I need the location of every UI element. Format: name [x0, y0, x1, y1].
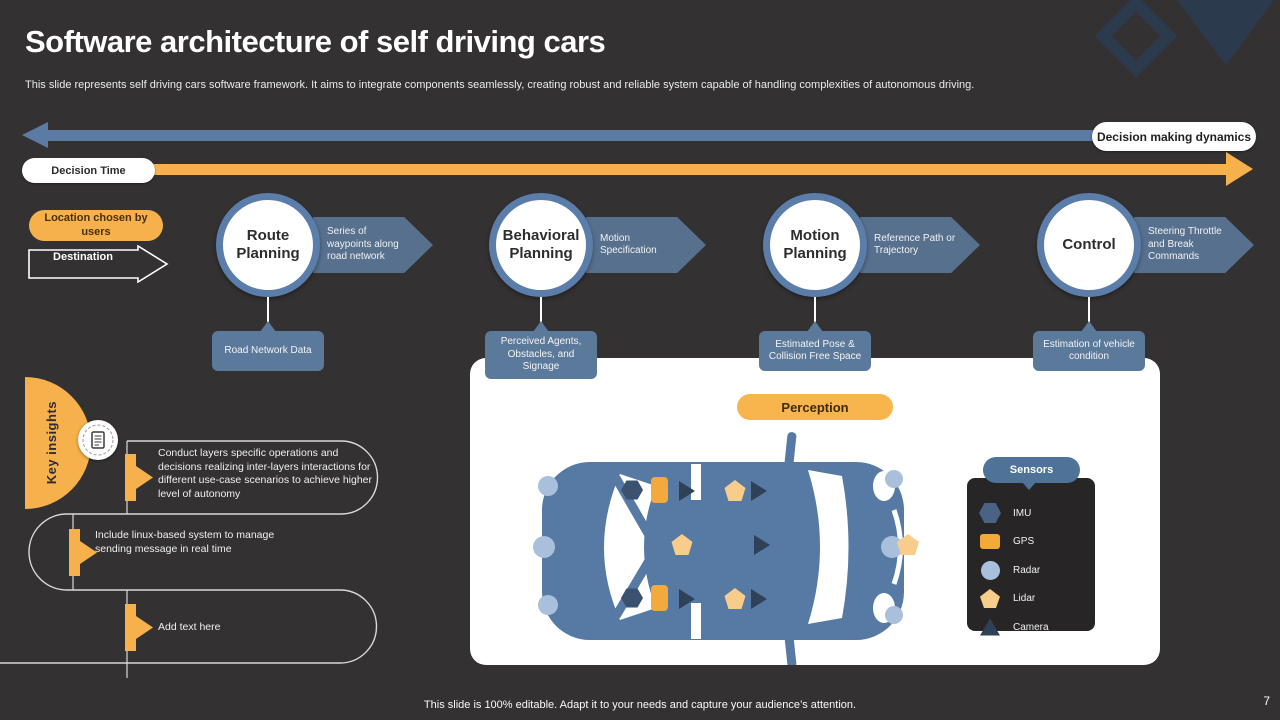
stage-input-box-motion[interactable]: Estimated Pose & Collision Free Space	[759, 331, 871, 371]
insight-item-1[interactable]: Conduct layers specific operations and d…	[158, 447, 373, 500]
stage-input-box-control[interactable]: Estimation of vehicle condition	[1033, 331, 1145, 371]
corner-diamond-decor	[1094, 0, 1274, 78]
sensor-label: Camera	[1013, 621, 1049, 633]
notes-icon-circle	[78, 420, 118, 460]
page-number: 7	[1263, 694, 1270, 708]
decision-time-arrowhead-icon	[1226, 152, 1253, 186]
sensor-row-lidar: Lidar	[979, 586, 1095, 612]
location-chosen-pill[interactable]: Location chosen by users	[29, 210, 163, 241]
stage-input-box-route[interactable]: Road Network Data	[212, 331, 324, 371]
sensor-row-radar: Radar	[979, 557, 1095, 583]
stage-input-text: Road Network Data	[224, 344, 312, 356]
stage-name: Motion Planning	[783, 227, 847, 262]
stage-output-text: Motion Specification	[600, 232, 657, 257]
stage-connector-line	[267, 297, 269, 332]
stage-output-arrow-route[interactable]: Series of waypoints along road network	[313, 217, 433, 273]
decision-time-label-text: Decision Time	[51, 164, 126, 177]
stage-output-arrow-motion[interactable]: Reference Path or Trajectory	[860, 217, 980, 273]
location-chosen-text: Location chosen by users	[44, 212, 148, 238]
stage-circle-motion-planning[interactable]: Motion Planning	[763, 193, 867, 297]
pentagon-lidar-icon	[979, 589, 1001, 608]
decision-dynamics-label-text: Decision making dynamics	[1096, 129, 1252, 144]
circle-radar-icon	[979, 560, 1001, 580]
stage-name: Route Planning	[236, 227, 300, 262]
sensor-label: GPS	[1013, 536, 1035, 547]
stage-input-text: Estimation of vehicle condition	[1043, 338, 1135, 363]
destination-arrow-outline[interactable]	[28, 245, 170, 283]
sensors-title-text: Sensors	[1009, 464, 1054, 476]
perception-badge-text: Perception	[781, 399, 849, 415]
decision-dynamics-label[interactable]: Decision making dynamics	[1092, 122, 1256, 151]
insight-chevron-icon	[125, 454, 153, 501]
stage-name: Behavioral Planning	[502, 227, 580, 262]
triangle-camera-icon	[979, 618, 1001, 636]
insight-item-2[interactable]: Include linux-based system to manage sen…	[95, 529, 275, 555]
stage-circle-behavioral-planning[interactable]: Behavioral Planning	[489, 193, 593, 297]
stage-output-text: Reference Path or Trajectory	[874, 232, 956, 257]
stage-output-text: Steering Throttle and Break Commands	[1148, 226, 1222, 263]
decision-time-label[interactable]: Decision Time	[22, 158, 155, 183]
insight-item-3[interactable]: Add text here	[158, 621, 221, 633]
stage-output-arrow-behavioral[interactable]: Motion Specification	[586, 217, 706, 273]
key-insights-title: Key insights	[43, 401, 59, 485]
decision-dynamics-arrow[interactable]	[47, 130, 1252, 141]
stage-box-notch	[260, 321, 276, 332]
destination-label: Destination	[53, 251, 113, 263]
stage-input-text: Estimated Pose & Collision Free Space	[768, 338, 862, 363]
stage-output-arrow-control[interactable]: Steering Throttle and Break Commands	[1134, 217, 1254, 273]
insight-chevron-icon	[125, 604, 153, 651]
stage-name: Control	[1062, 236, 1116, 253]
stage-connector-line	[1088, 297, 1090, 332]
sensor-row-camera: Camera	[979, 614, 1095, 640]
stage-input-box-behavioral[interactable]: Perceived Agents, Obstacles, and Signage	[485, 331, 597, 379]
sensor-label: Radar	[1013, 564, 1041, 576]
stage-output-text: Series of waypoints along road network	[327, 226, 399, 263]
page-subtitle: This slide represents self driving cars …	[25, 79, 975, 91]
notepad-icon	[82, 424, 114, 456]
sensors-legend[interactable]: IMU GPS Radar Lidar Camera	[967, 478, 1095, 636]
footer-note: This slide is 100% editable. Adapt it to…	[423, 699, 857, 711]
car-top-view-illustration	[533, 432, 919, 665]
square-gps-icon	[979, 534, 1001, 549]
stage-box-notch	[533, 321, 549, 332]
sensor-row-imu: IMU	[979, 500, 1095, 526]
decision-dynamics-arrowhead-icon	[22, 122, 48, 148]
key-insights-serpentine	[0, 440, 379, 678]
stage-circle-control[interactable]: Control	[1037, 193, 1141, 297]
stage-circle-route-planning[interactable]: Route Planning	[216, 193, 320, 297]
stage-box-notch	[1081, 321, 1097, 332]
sensor-label: IMU	[1013, 507, 1032, 519]
hexagon-imu-icon	[979, 503, 1001, 523]
perception-badge[interactable]: Perception	[737, 394, 893, 420]
sensors-legend-title: Sensors	[983, 457, 1080, 483]
stage-connector-line	[540, 297, 542, 332]
stage-input-text: Perceived Agents, Obstacles, and Signage	[500, 336, 582, 372]
sensor-row-gps: GPS	[979, 529, 1095, 555]
insight-chevron-icon	[69, 529, 97, 576]
stage-box-notch	[807, 321, 823, 332]
sensors-tab-notch	[1022, 482, 1036, 490]
page-title: Software architecture of self driving ca…	[25, 24, 606, 59]
stage-connector-line	[814, 297, 816, 332]
sensor-label: Lidar	[1013, 593, 1036, 604]
decision-time-arrow[interactable]	[30, 164, 1227, 175]
